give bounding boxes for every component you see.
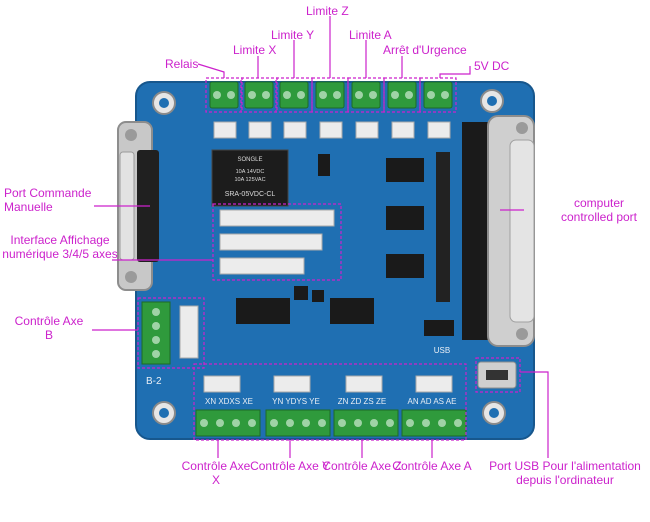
callout-limite-z: Limite Z (306, 4, 349, 18)
silk-a: AN AD AS AE (408, 397, 457, 406)
top-headers (213, 121, 451, 139)
relay-brand: SONGLE (237, 157, 262, 163)
callout-computer-port: computer controlled port (560, 196, 638, 224)
callout-usb-power: Port USB Pour l'alimentation depuis l'or… (489, 459, 641, 487)
callout-controle-a: Contrôle Axe A (392, 459, 472, 473)
axis-headers (203, 375, 453, 393)
callout-controle-y: Contrôle Axe Y (250, 459, 330, 473)
callout-controle-x: Contrôle Axe X (181, 459, 251, 487)
terminal-relais (209, 81, 239, 109)
relay: SONGLE 10A 14VDC 10A 125VAC SRA-05VDC-CL (211, 149, 289, 207)
relay-spec2: 10A 125VAC (234, 177, 265, 183)
terminal-5v-dc (423, 81, 453, 109)
callout-limite-a: Limite A (349, 28, 392, 42)
callout-relais: Relais (165, 57, 199, 71)
callout-controle-z: Contrôle Axe Z (322, 459, 402, 473)
silk-x: XN XDXS XE (205, 397, 253, 406)
b-axis-connector (141, 301, 199, 365)
pin-header (436, 152, 450, 302)
power-switch (424, 320, 454, 336)
terminal-limite-a (351, 81, 381, 109)
silk-z: ZN ZD ZS ZE (338, 397, 386, 406)
terminal-arret-urgence (387, 81, 417, 109)
callout-arret-urgence: Arrêt d'Urgence (383, 43, 467, 57)
callout-limite-x: Limite X (233, 43, 277, 57)
callout-boxes (137, 77, 521, 441)
callout-5v-dc: 5V DC (474, 59, 510, 73)
chips (236, 158, 424, 324)
callout-leaders (92, 16, 549, 458)
terminal-limite-z (315, 81, 345, 109)
callout-interface-affichage: Interface Affichage numérique 3/4/5 axes (2, 233, 118, 261)
callout-limite-y: Limite Y (271, 28, 315, 42)
top-terminal-blocks (209, 81, 453, 109)
callout-controle-b: Contrôle Axe B (14, 314, 84, 342)
silk-usb: USB (434, 346, 450, 355)
display-interface-headers (219, 209, 335, 275)
relay-model: SRA-05VDC-CL (225, 191, 276, 198)
mounting-holes (152, 89, 506, 425)
silk-y: YN YDYS YE (272, 397, 320, 406)
computer-port-connector (462, 115, 535, 347)
silk-b2: B-2 (146, 376, 162, 387)
callout-port-commande: Port Commande Manuelle (4, 186, 92, 214)
terminal-limite-y (279, 81, 309, 109)
relay-spec1: 10A 14VDC (236, 169, 265, 175)
terminal-limite-x (244, 81, 274, 109)
usb-port (477, 361, 517, 389)
